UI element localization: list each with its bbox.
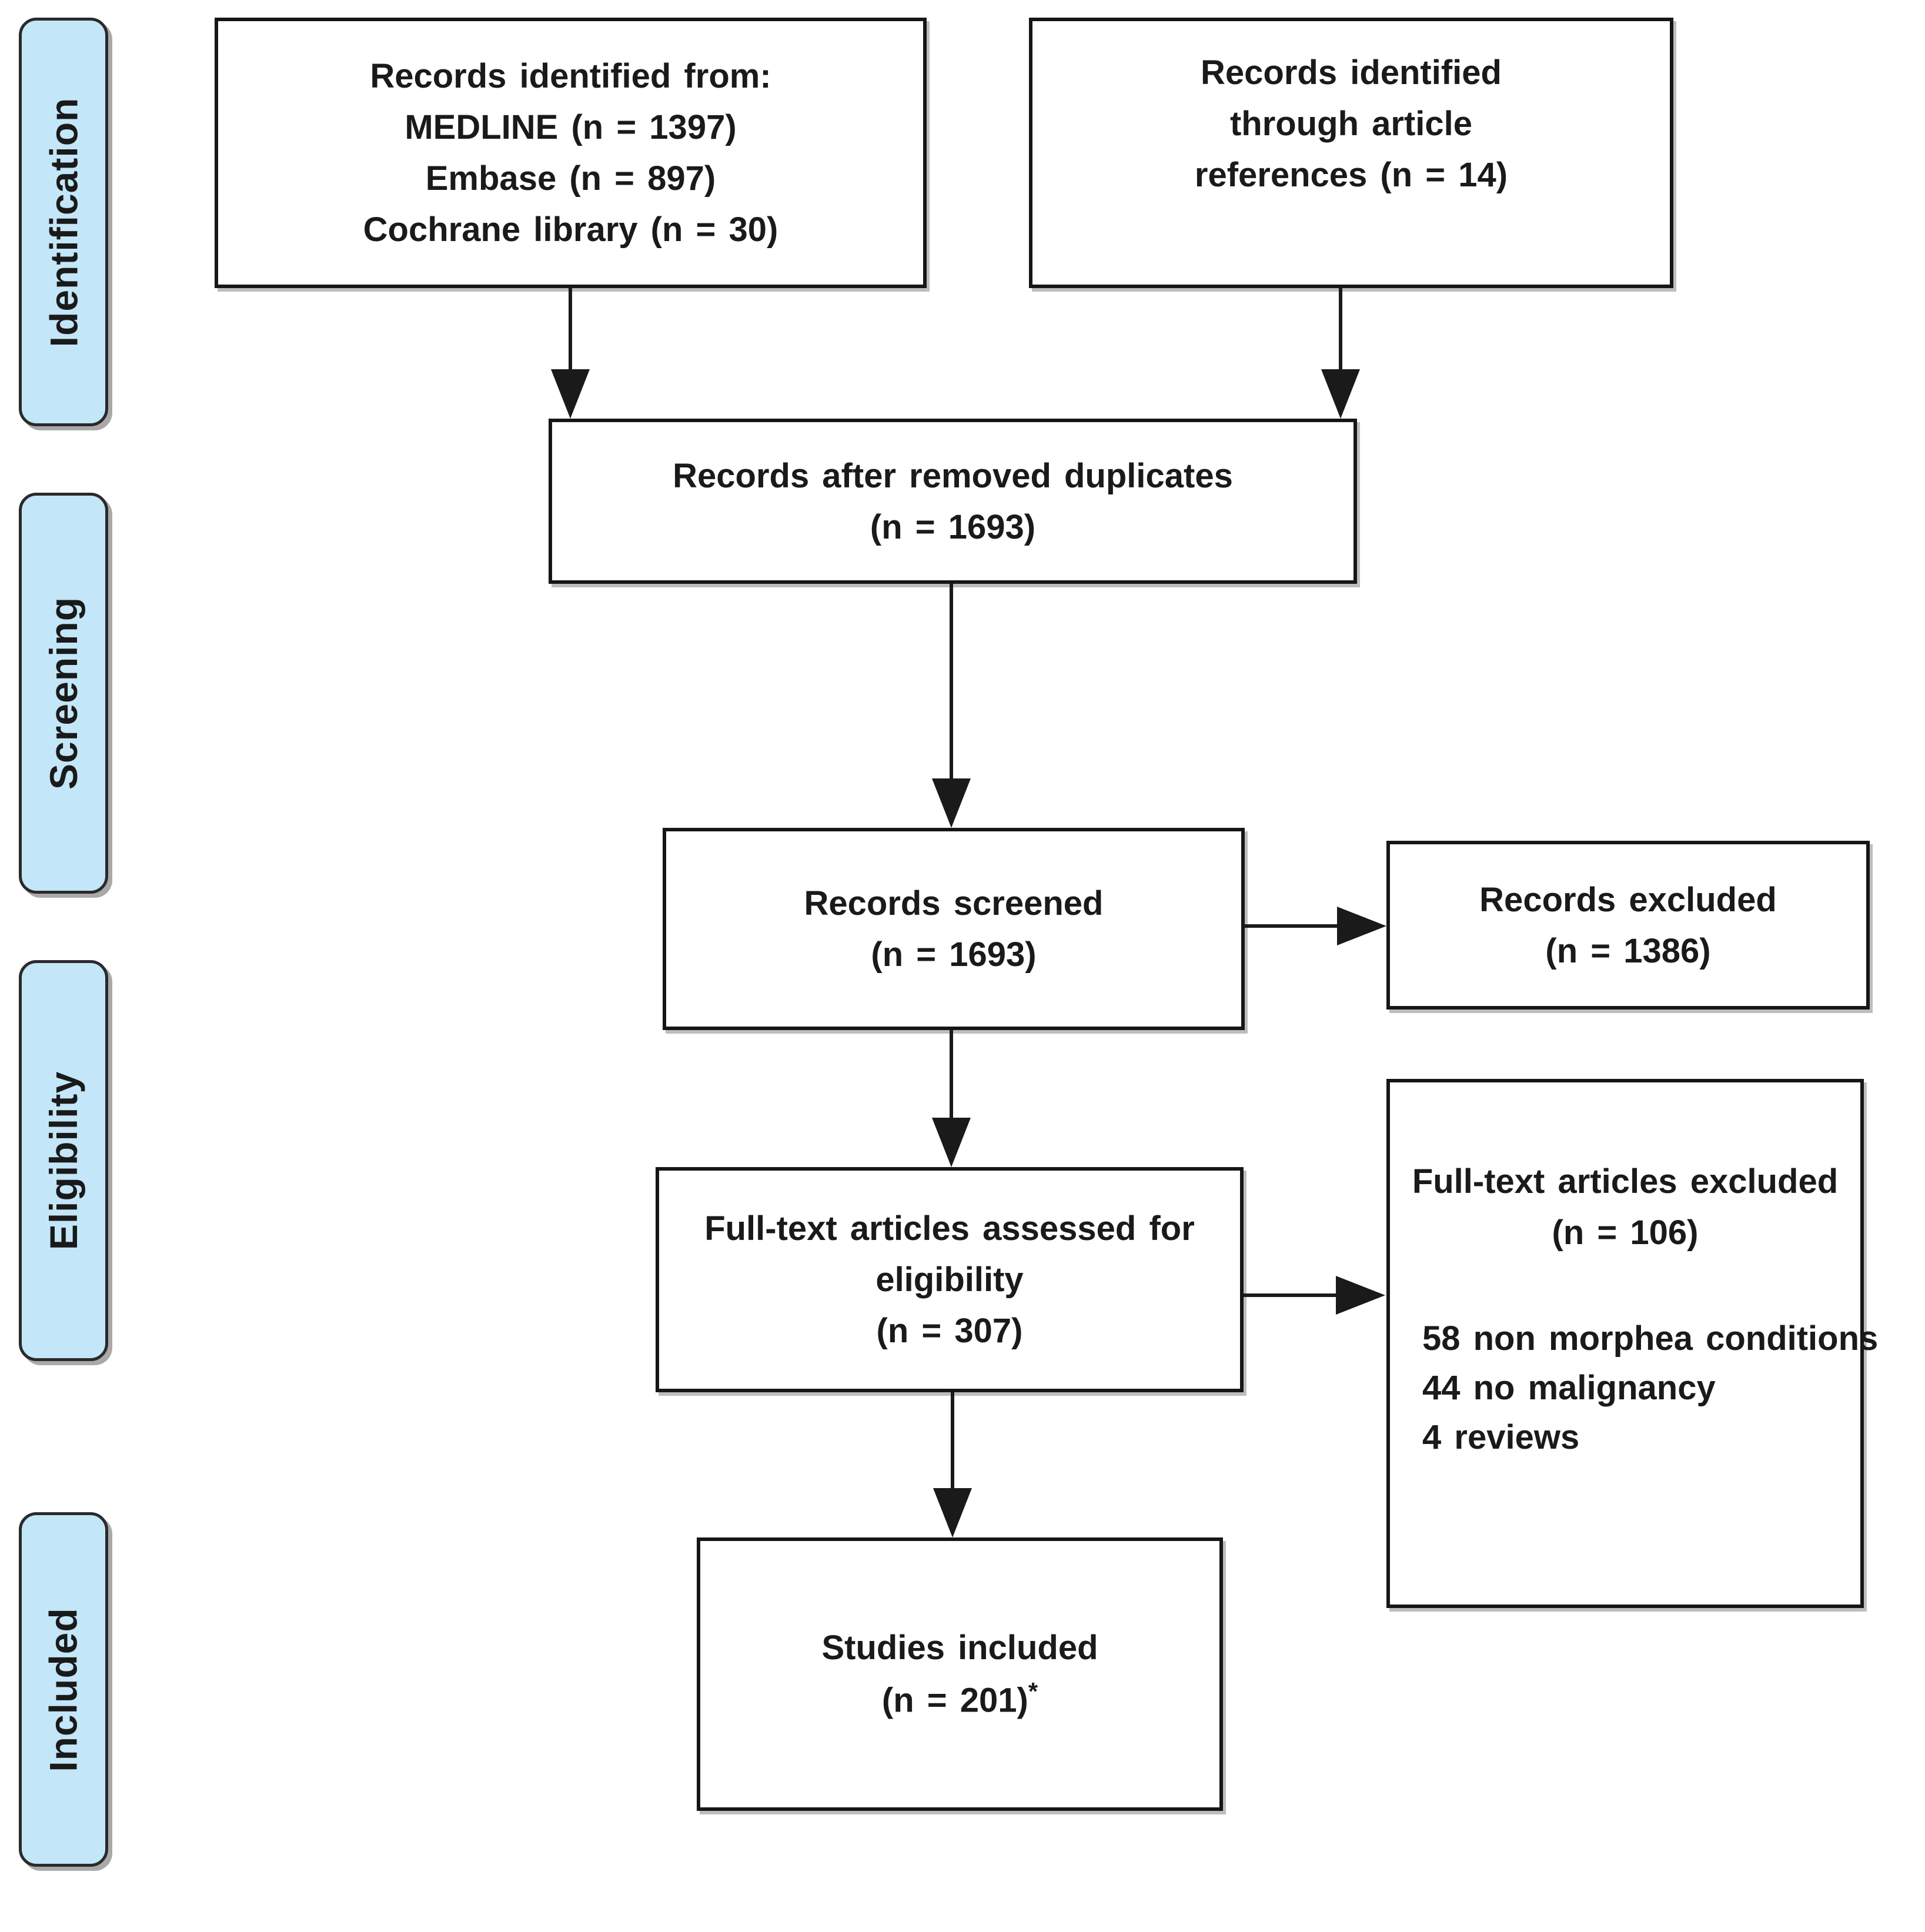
included-count-text: (n = 201) xyxy=(881,1681,1028,1720)
box-fulltext-assessed-line: Full-text articles assessed for xyxy=(704,1209,1195,1248)
stage-included-label: Included xyxy=(42,1607,86,1772)
box-fulltext-assessed-line: (n = 307) xyxy=(876,1312,1023,1350)
box-records-identified: Records identified from: MEDLINE (n = 13… xyxy=(215,18,927,288)
box-fulltext-excluded-heading-line: Full-text articles excluded xyxy=(1412,1162,1839,1201)
stage-included: Included xyxy=(19,1512,108,1867)
box-records-references-line: through article xyxy=(1229,104,1473,143)
box-deduplicated-line: (n = 1693) xyxy=(870,507,1036,546)
box-deduplicated-line: Records after removed duplicates xyxy=(673,456,1233,495)
stage-screening-label: Screening xyxy=(42,596,86,790)
exclusion-reason: 58 non morphea conditions xyxy=(1422,1319,1879,1358)
box-studies-included: Studies included (n = 201)* xyxy=(697,1537,1223,1811)
arrow-dedup-to-screened-line xyxy=(950,584,953,780)
box-records-excluded-line: Records excluded xyxy=(1479,880,1777,919)
stage-identification-label: Identification xyxy=(42,97,86,347)
box-fulltext-excluded: Full-text articles excluded (n = 106) 58… xyxy=(1386,1079,1879,1608)
box-records-identified-line: Embase (n = 897) xyxy=(425,159,716,198)
box-records-references-line: Records identified xyxy=(1201,53,1502,92)
box-deduplicated: Records after removed duplicates (n = 16… xyxy=(549,419,1357,584)
box-fulltext-assessed-line: eligibility xyxy=(875,1261,1024,1299)
box-records-identified-line: MEDLINE (n = 1397) xyxy=(405,108,737,146)
box-records-excluded-line: (n = 1386) xyxy=(1545,931,1711,970)
arrow-screened-to-fulltext-line xyxy=(950,1030,953,1119)
box-fulltext-excluded-reasons: 58 non morphea conditions 44 no malignan… xyxy=(1390,1314,1879,1462)
box-studies-included-count: (n = 201)* xyxy=(882,1673,1038,1726)
arrow-fulltext-to-included-head xyxy=(933,1488,972,1537)
exclusion-reason: 44 no malignancy xyxy=(1422,1369,1716,1408)
box-records-references: Records identified through article refer… xyxy=(1029,18,1673,288)
arrow-dedup-to-screened-head xyxy=(932,778,971,828)
arrow-fulltext-to-excluded-head xyxy=(1336,1276,1385,1315)
box-records-screened-line: (n = 1693) xyxy=(871,935,1037,974)
box-fulltext-excluded-heading: Full-text articles excluded (n = 106) xyxy=(1390,1082,1860,1258)
exclusion-reason: 4 reviews xyxy=(1422,1418,1580,1457)
arrow-screened-to-excluded-line xyxy=(1245,924,1339,928)
stage-eligibility-label: Eligibility xyxy=(42,1071,86,1251)
arrow-screened-to-fulltext-head xyxy=(932,1118,971,1167)
box-fulltext-excluded-heading-line: (n = 106) xyxy=(1552,1214,1699,1252)
arrow-identified-to-dedup-head xyxy=(551,369,590,419)
arrow-identified-to-dedup-line xyxy=(569,288,572,370)
box-fulltext-assessed: Full-text articles assessed for eligibil… xyxy=(656,1167,1244,1392)
stage-screening: Screening xyxy=(19,493,108,894)
box-records-excluded: Records excluded (n = 1386) xyxy=(1386,841,1870,1010)
stage-eligibility: Eligibility xyxy=(19,960,108,1361)
box-records-screened: Records screened (n = 1693) xyxy=(663,828,1245,1030)
arrow-references-to-dedup-line xyxy=(1339,288,1342,370)
arrow-fulltext-to-included-line xyxy=(951,1392,954,1490)
arrow-screened-to-excluded-head xyxy=(1337,907,1386,945)
arrow-fulltext-to-excluded-line xyxy=(1244,1293,1338,1297)
box-records-screened-line: Records screened xyxy=(804,884,1104,922)
box-records-identified-line: Cochrane library (n = 30) xyxy=(363,210,778,249)
box-records-references-line: references (n = 14) xyxy=(1194,155,1508,194)
stage-identification: Identification xyxy=(19,18,108,426)
box-records-identified-line: Records identified from: xyxy=(370,57,771,95)
arrow-references-to-dedup-head xyxy=(1321,369,1360,419)
box-studies-included-line: Studies included xyxy=(821,1629,1098,1667)
included-asterisk: * xyxy=(1028,1677,1038,1706)
